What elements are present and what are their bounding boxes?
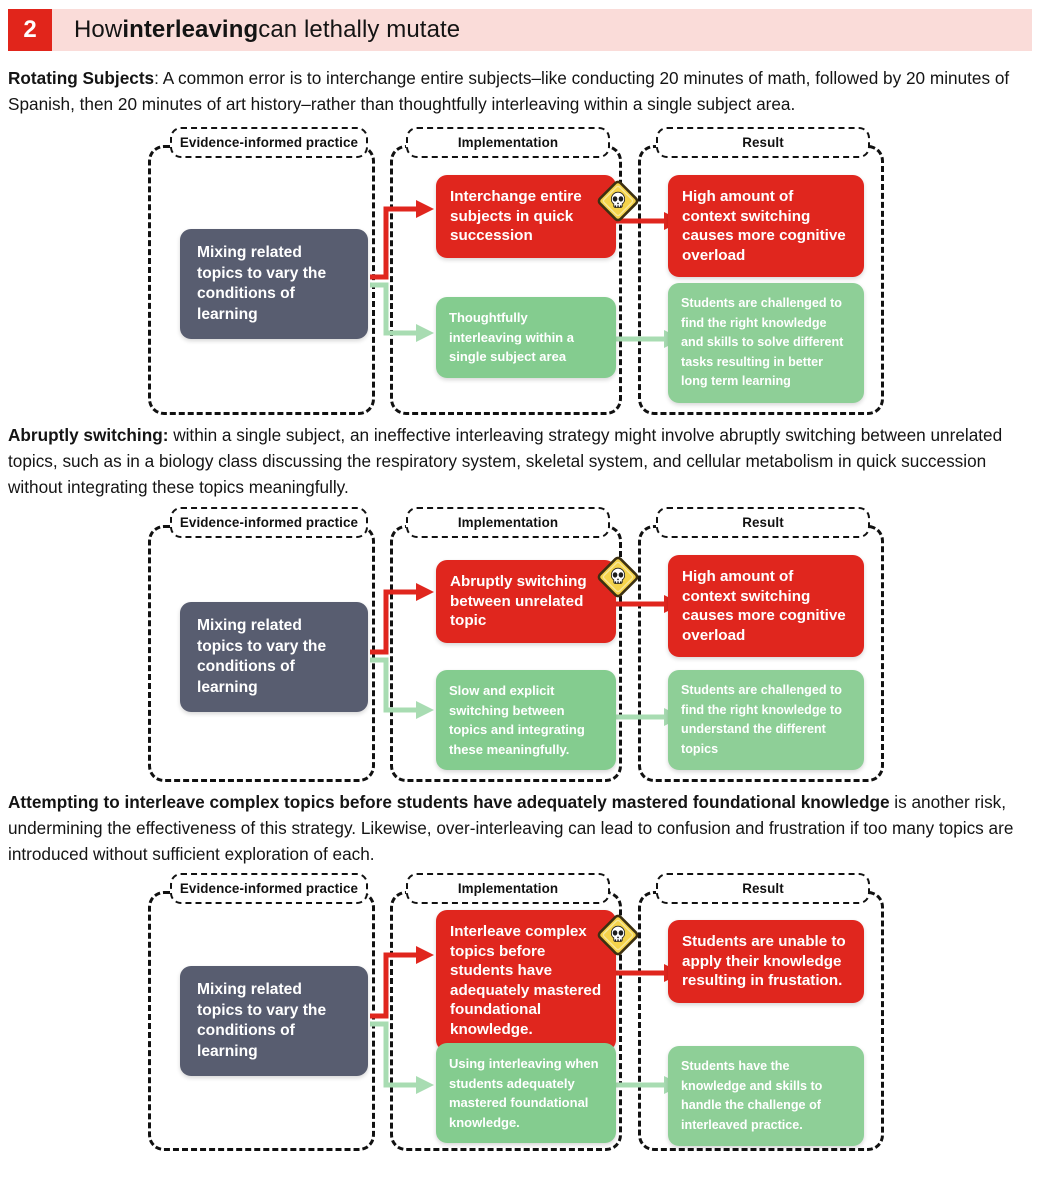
node-good-result[interactable]: Students are challenged to find the righ… — [668, 283, 864, 403]
column-header-result: Result — [656, 873, 870, 904]
skull-warning-icon — [597, 556, 639, 598]
node-source-practice[interactable]: Mixing related topics to vary the condit… — [180, 602, 368, 712]
section-banner: 2 How interleaving can lethally mutate — [8, 9, 1032, 51]
page-title: How interleaving can lethally mutate — [52, 9, 1032, 51]
column-header-result: Result — [656, 127, 870, 158]
node-bad-implementation[interactable]: Abruptly switching between unrelated top… — [436, 560, 616, 643]
page-root: 2 How interleaving can lethally mutate R… — [0, 9, 1040, 1200]
paragraph-body: : A common error is to interchange entir… — [8, 68, 1010, 114]
diagram-complex-topics: Evidence-informed practice Implementatio… — [148, 873, 884, 1151]
node-bad-result[interactable]: Students are unable to apply their knowl… — [668, 920, 864, 1003]
paragraph-lead: Attempting to interleave complex topics … — [8, 792, 890, 812]
node-good-result[interactable]: Students have the knowledge and skills t… — [668, 1046, 864, 1146]
node-bad-result[interactable]: High amount of context switching causes … — [668, 555, 864, 657]
title-prefix: How — [74, 16, 123, 43]
node-good-result[interactable]: Students are challenged to find the righ… — [668, 670, 864, 770]
paragraph-lead: Rotating Subjects — [8, 68, 155, 88]
skull-warning-icon — [597, 180, 639, 222]
node-bad-implementation[interactable]: Interleave complex topics before student… — [436, 910, 616, 1051]
node-good-implementation[interactable]: Slow and explicit switching between topi… — [436, 670, 616, 770]
section-number-badge: 2 — [8, 9, 52, 51]
node-good-implementation[interactable]: Thoughtfully interleaving within a singl… — [436, 297, 616, 378]
paragraph-body: is another risk, undermining the effecti… — [8, 792, 1014, 864]
column-header-practice: Evidence-informed practice — [170, 507, 368, 538]
skull-warning-icon — [597, 914, 639, 956]
node-bad-implementation[interactable]: Interchange entire subjects in quick suc… — [436, 175, 616, 258]
column-header-practice: Evidence-informed practice — [170, 127, 368, 158]
node-good-implementation[interactable]: Using interleaving when students adequat… — [436, 1043, 616, 1143]
diagram-abruptly-switching: Evidence-informed practice Implementatio… — [148, 507, 884, 782]
column-header-practice: Evidence-informed practice — [170, 873, 368, 904]
column-header-implementation: Implementation — [406, 127, 610, 158]
paragraph-lead: Abruptly switching: — [8, 425, 169, 445]
node-bad-result[interactable]: High amount of context switching causes … — [668, 175, 864, 277]
diagram-rotating-subjects: Evidence-informed practice Implementatio… — [148, 127, 884, 415]
node-source-practice[interactable]: Mixing related topics to vary the condit… — [180, 966, 368, 1076]
paragraph-complex-topics: Attempting to interleave complex topics … — [8, 782, 1030, 867]
paragraph-abruptly-switching: Abruptly switching: within a single subj… — [8, 415, 1030, 500]
paragraph-body: within a single subject, an ineffective … — [8, 425, 1003, 497]
column-header-implementation: Implementation — [406, 873, 610, 904]
title-bold: interleaving — [122, 16, 259, 43]
node-source-practice[interactable]: Mixing related topics to vary the condit… — [180, 229, 368, 339]
title-suffix: can lethally mutate — [258, 16, 461, 43]
paragraph-rotating-subjects: Rotating Subjects: A common error is to … — [8, 51, 1030, 117]
column-header-implementation: Implementation — [406, 507, 610, 538]
column-header-result: Result — [656, 507, 870, 538]
